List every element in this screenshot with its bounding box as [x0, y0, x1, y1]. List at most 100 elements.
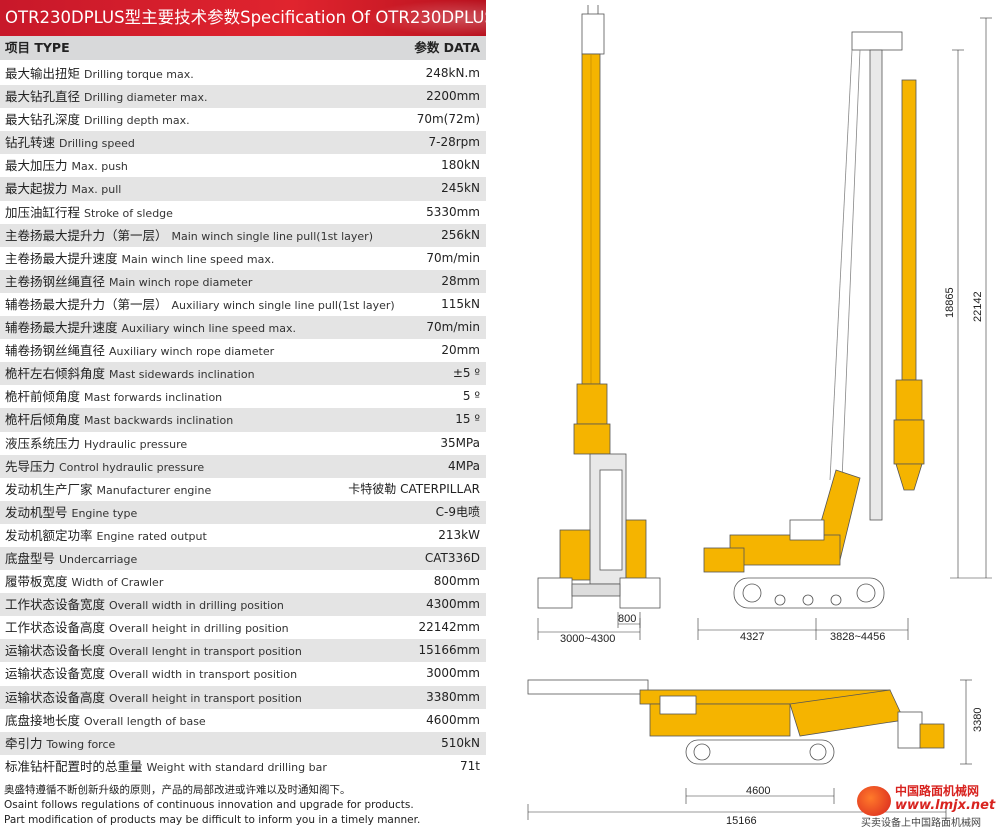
spec-name-cn: 牵引力: [5, 735, 43, 751]
spec-name-en: Towing force: [46, 737, 116, 751]
spec-value: 70m/min: [426, 320, 480, 335]
spec-name-cn: 履带板宽度: [5, 574, 68, 590]
spec-value: 245kN: [441, 181, 480, 196]
spec-name: 发动机额定功率 Engine rated output: [5, 524, 207, 548]
spec-row: 运输状态设备长度 Overall lenght in transport pos…: [0, 639, 486, 663]
spec-name: 履带板宽度 Width of Crawler: [5, 570, 163, 594]
spec-value: 4300mm: [426, 597, 480, 612]
spec-row: 钻孔转速 Drilling speed 7-28rpm: [0, 131, 486, 155]
spec-row: 最大起拔力 Max. pull 245kN: [0, 177, 486, 201]
spec-name-cn: 最大加压力: [5, 158, 68, 174]
spec-name: 最大钻孔深度 Drilling depth max.: [5, 108, 190, 132]
spec-name-en: Main winch rope diameter: [109, 275, 253, 289]
spec-value: 70m/min: [426, 250, 480, 265]
spec-name-en: Overall length of base: [84, 714, 206, 728]
spec-name-cn: 钻孔转速: [5, 135, 56, 151]
spec-name: 标准钻杆配置时的总重量 Weight with standard drillin…: [5, 755, 327, 779]
spec-name-cn: 运输状态设备宽度: [5, 666, 106, 682]
spec-name-cn: 加压油缸行程: [5, 204, 81, 220]
spec-name-en: Undercarriage: [59, 552, 138, 566]
machine-drawings: 3000~4300 800: [490, 0, 1000, 828]
spec-title: OTR230DPLUS型主要技术参数Specification Of OTR23…: [0, 0, 486, 36]
transport-view-drawing: [527, 679, 945, 765]
spec-name-cn: 工作状态设备高度: [5, 620, 106, 636]
spec-name-en: Stroke of sledge: [84, 206, 173, 220]
spec-name: 工作状态设备高度 Overall height in drilling posi…: [5, 616, 289, 640]
spec-name-en: Drilling torque max.: [84, 68, 194, 81]
mast-height-label: 18865: [944, 287, 956, 318]
spec-value: 15 º: [455, 412, 480, 427]
spec-name-cn: 最大钻孔深度: [5, 112, 81, 128]
spec-name-cn: 底盘接地长度: [5, 712, 81, 728]
spec-name-en: Auxiliary winch line speed max.: [121, 322, 297, 336]
spec-name-en: Drilling diameter max.: [84, 91, 208, 105]
spec-name-cn: 桅杆前倾角度: [5, 389, 81, 405]
spec-value: ±5 º: [452, 366, 480, 381]
spec-value: 4MPa: [447, 458, 480, 473]
spec-name-en: Control hydraulic pressure: [59, 460, 205, 474]
spec-name: 最大起拔力 Max. pull: [5, 177, 121, 201]
spec-value: 510kN: [441, 735, 480, 750]
spec-value: 4600mm: [426, 712, 480, 727]
spec-row: 发动机额定功率 Engine rated output 213kW: [0, 524, 486, 547]
spec-name: 先导压力 Control hydraulic pressure: [5, 455, 204, 479]
spec-name-cn: 最大起拔力: [5, 181, 68, 197]
track-width-label: 800: [618, 613, 636, 625]
spec-name-en: Max. push: [71, 160, 128, 174]
transport-base-label: 4600: [746, 785, 770, 797]
spec-row: 桅杆左右倾斜角度 Mast sidewards inclination±5 º: [0, 362, 486, 386]
spec-row: 工作状态设备宽度 Overall width in drilling posit…: [0, 593, 486, 617]
spec-name: 底盘接地长度 Overall length of base: [5, 709, 206, 733]
spec-name-en: Overall width in transport position: [109, 668, 298, 682]
side-dimensions: [697, 17, 992, 640]
spec-name-en: Engine rated output: [96, 529, 207, 543]
spec-name: 最大钻孔直径 Drilling diameter max.: [5, 85, 208, 109]
spec-name-cn: 辅卷扬最大提升力（第一层）: [5, 296, 168, 312]
watermark-cn: 中国路面机械网: [895, 784, 980, 798]
spec-row: 辅卷扬最大提升力（第一层） Auxiliary winch single lin…: [0, 293, 486, 316]
spec-name-cn: 工作状态设备宽度: [5, 597, 106, 613]
spec-name: 工作状态设备宽度 Overall width in drilling posit…: [5, 593, 284, 617]
spec-value: 7-28rpm: [428, 135, 480, 150]
spec-name-en: Weight with standard drilling bar: [146, 760, 327, 774]
front-width-label: 3000~4300: [560, 633, 615, 645]
spec-name: 运输状态设备高度 Overall height in transport pos…: [5, 686, 302, 710]
spec-row: 运输状态设备高度 Overall height in transport pos…: [0, 685, 486, 710]
spec-value: 71t: [460, 758, 480, 773]
spec-name: 底盘型号 Undercarriage: [5, 547, 137, 571]
spec-value: 20mm: [441, 343, 480, 358]
spec-name-cn: 主卷扬钢丝绳直径: [5, 273, 106, 289]
spec-value: 70m(72m): [416, 112, 480, 127]
spec-header-row: 项目 TYPE 参数 DATA: [0, 36, 486, 60]
spec-name-cn: 先导压力: [5, 458, 56, 474]
spec-name: 主卷扬最大提升力（第一层） Main winch single line pul…: [5, 224, 373, 248]
spec-name-cn: 运输状态设备高度: [5, 689, 106, 705]
spec-value: 256kN: [441, 227, 480, 242]
spec-name: 液压系统压力 Hydraulic pressure: [5, 432, 187, 456]
spec-name: 运输状态设备长度 Overall lenght in transport pos…: [5, 639, 302, 663]
spec-name-en: Auxiliary winch rope diameter: [109, 345, 275, 359]
spec-name-cn: 发动机生产厂家: [5, 481, 93, 497]
spec-name-en: Manufacturer engine: [96, 483, 212, 497]
spec-name: 发动机型号 Engine type: [5, 501, 137, 525]
type-header: 项目 TYPE: [5, 40, 70, 55]
spec-name-cn: 辅卷扬最大提升速度: [5, 320, 118, 336]
transport-length-label: 15166: [726, 815, 757, 827]
spec-panel: OTR230DPLUS型主要技术参数Specification Of OTR23…: [0, 0, 486, 828]
spec-name-en: Mast backwards inclination: [84, 414, 234, 428]
spec-value: 213kW: [438, 527, 480, 542]
spec-value: 248kN.m: [425, 66, 480, 80]
front-view-drawing: [537, 5, 661, 609]
spec-name-en: Mast forwards inclination: [84, 391, 223, 405]
spec-name-cn: 桅杆左右倾斜角度: [5, 366, 106, 382]
spec-value: 3380mm: [426, 689, 480, 704]
spec-name-en: Overall width in drilling position: [109, 599, 284, 613]
spec-name-cn: 底盘型号: [5, 550, 56, 566]
spec-name: 钻孔转速 Drilling speed: [5, 131, 135, 155]
notes: 奥盛特遵循不断创新升级的原则，产品的局部改进或许难以及时通知阁下。 Osaint…: [4, 783, 484, 828]
